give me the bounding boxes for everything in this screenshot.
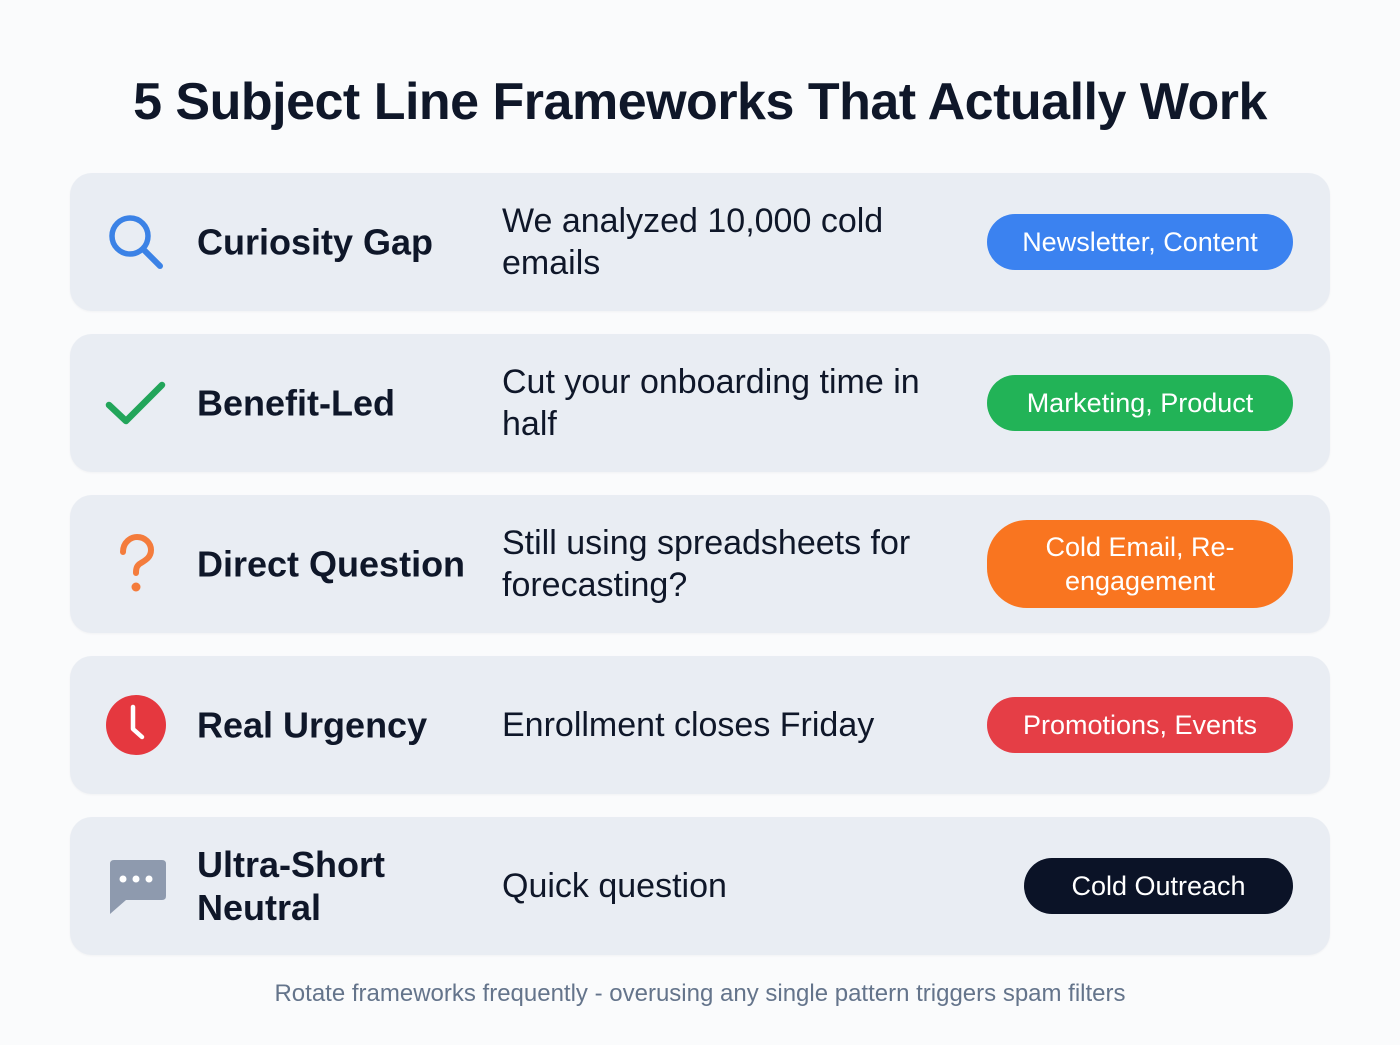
framework-row-benefit-led: Benefit-Led Cut your onboarding time in … xyxy=(70,334,1330,472)
framework-name: Benefit-Led xyxy=(197,382,395,424)
frameworks-list: Curiosity Gap We analyzed 10,000 cold em… xyxy=(70,173,1330,978)
page-title: 5 Subject Line Frameworks That Actually … xyxy=(133,73,1267,131)
framework-row-ultra-short-neutral: Ultra-Short Neutral Quick question Cold … xyxy=(70,817,1330,955)
checkmark-icon xyxy=(104,371,168,435)
framework-example: Cut your onboarding time in half xyxy=(502,363,920,443)
use-case-badge: Cold Email, Re-engagement xyxy=(987,520,1293,608)
use-case-badge: Promotions, Events xyxy=(987,697,1293,753)
framework-row-real-urgency: Real Urgency Enrollment closes Friday Pr… xyxy=(70,656,1330,794)
framework-row-direct-question: Direct Question Still using spreadsheets… xyxy=(70,495,1330,633)
search-icon xyxy=(104,210,168,274)
question-mark-icon xyxy=(104,532,168,596)
framework-row-curiosity-gap: Curiosity Gap We analyzed 10,000 cold em… xyxy=(70,173,1330,311)
framework-name: Curiosity Gap xyxy=(197,221,434,263)
framework-example: Still using spreadsheets for forecasting… xyxy=(502,524,911,604)
framework-name: Real Urgency xyxy=(197,704,428,746)
framework-example: Quick question xyxy=(502,867,727,905)
framework-example: Enrollment closes Friday xyxy=(502,706,875,744)
use-case-badge: Cold Outreach xyxy=(1024,858,1293,914)
use-case-badge: Marketing, Product xyxy=(987,375,1293,431)
clock-icon xyxy=(104,693,168,757)
use-case-badge: Newsletter, Content xyxy=(987,214,1293,270)
framework-name: Ultra-Short Neutral xyxy=(197,844,385,928)
chat-bubble-icon xyxy=(104,854,168,918)
framework-name: Direct Question xyxy=(197,543,466,585)
footer-note: Rotate frameworks frequently - overusing… xyxy=(274,980,1126,1007)
framework-example: We analyzed 10,000 cold emails xyxy=(502,202,884,282)
